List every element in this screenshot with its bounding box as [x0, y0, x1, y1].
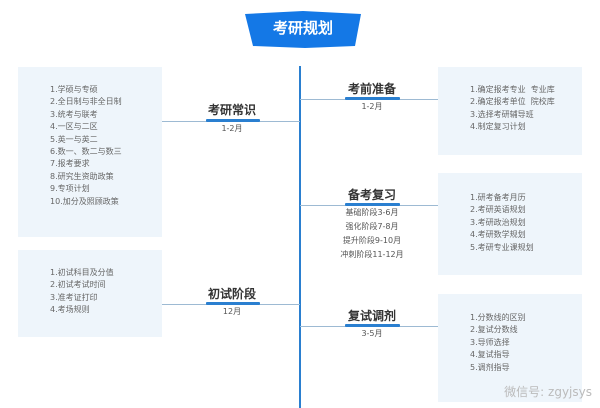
- branch-title: 备考复习: [347, 188, 396, 202]
- branch-title: 考研常识: [207, 103, 256, 117]
- topic-item: 5.英一与英二: [50, 134, 98, 144]
- topic-item: 2.确定报考单位 院校库: [470, 97, 555, 107]
- topic-item: 8.研究生资助政策: [50, 171, 114, 181]
- branch-period: 12月: [222, 307, 242, 316]
- title-underline: [345, 324, 400, 327]
- topic-item: 4.复试指导: [470, 350, 510, 360]
- topic-box-kaoyan-changshi: 1.学硕与专硕 2.全日制与非全日制 3.统考与联考 4.一区与二区 5.英一与英二 6.…: [18, 67, 162, 237]
- topic-item: 1.分数线的区别: [470, 313, 526, 322]
- branch-title: 初试阶段: [207, 287, 256, 301]
- title-underline: [345, 97, 400, 100]
- topic-box-beikao-fuxi: 1.研考备考月历 2.考研英语规划 3.考研政治规划 4.考研数学规划 5.考研专业课规…: [438, 173, 582, 275]
- branch-period: 3-5月: [361, 329, 383, 338]
- branch-period: 1-2月: [221, 124, 243, 133]
- topic-item: 3.统考与联考: [50, 109, 98, 119]
- topic-item: 1.初试科目及分值: [50, 268, 114, 277]
- topic-item: 5.调剂指导: [470, 362, 510, 372]
- topic-item: 2.全日制与非全日制: [50, 97, 122, 107]
- branch-period: 基础阶段3-6月: [345, 208, 399, 217]
- topic-item: 7.报考要求: [50, 159, 90, 169]
- topic-item: 3.准考证打印: [50, 292, 98, 302]
- branch-title: 复试调剂: [347, 309, 396, 323]
- timeline-spine: [299, 66, 301, 408]
- topic-item: 4.一区与二区: [50, 122, 98, 132]
- title-underline: [206, 119, 260, 122]
- branch-period: 1-2月: [361, 102, 383, 111]
- topic-item: 1.研考备考月历: [470, 193, 526, 202]
- branch-period: 冲刺阶段11-12月: [340, 250, 404, 259]
- topic-item: 4.制定复习计划: [470, 122, 526, 132]
- watermark: 微信号: zgyjsys: [504, 385, 592, 399]
- banner-shape: [245, 11, 361, 48]
- topic-item: 6.数一、数二与数三: [50, 147, 122, 157]
- branch-period: 提升阶段9-10月: [342, 236, 402, 245]
- topic-item: 4.考研数学规划: [470, 230, 526, 240]
- topic-box-chushi-jieduan: 1.初试科目及分值 2.初试考试时间 3.准考证打印 4.考场规则: [18, 250, 162, 337]
- topic-box-fushi-tiaoji: 1.分数线的区别 2.复试分数线 3.导师选择 4.复试指导 5.调剂指导: [438, 294, 582, 402]
- topic-item: 1.学硕与专硕: [50, 85, 98, 94]
- branch-period: 强化阶段7-8月: [345, 222, 399, 231]
- title-banner: 考研规划: [243, 8, 363, 50]
- topic-item: 2.初试考试时间: [50, 280, 106, 290]
- topic-item: 3.导师选择: [470, 337, 510, 347]
- title-underline: [206, 302, 260, 305]
- title-underline: [345, 203, 400, 206]
- topic-item: 3.考研政治规划: [470, 217, 526, 227]
- topic-item: 4.考场规则: [50, 305, 90, 315]
- topic-item: 3.选择考研辅导班: [470, 109, 534, 119]
- topic-item: 1.确定报考专业 专业库: [470, 85, 555, 94]
- topic-item: 2.复试分数线: [470, 325, 518, 335]
- topic-item: 2.考研英语规划: [470, 205, 526, 215]
- topic-item: 5.考研专业课规划: [470, 242, 534, 252]
- branch-title: 考前准备: [347, 82, 396, 96]
- page-title: 考研规划: [272, 19, 333, 37]
- topic-item: 10.加分及照顾政策: [50, 196, 119, 206]
- topic-item: 9.专项计划: [50, 184, 90, 194]
- topic-box-kaoqian-zhunbei: 1.确定报考专业 专业库 2.确定报考单位 院校库 3.选择考研辅导班 4.制定复习计…: [438, 67, 582, 155]
